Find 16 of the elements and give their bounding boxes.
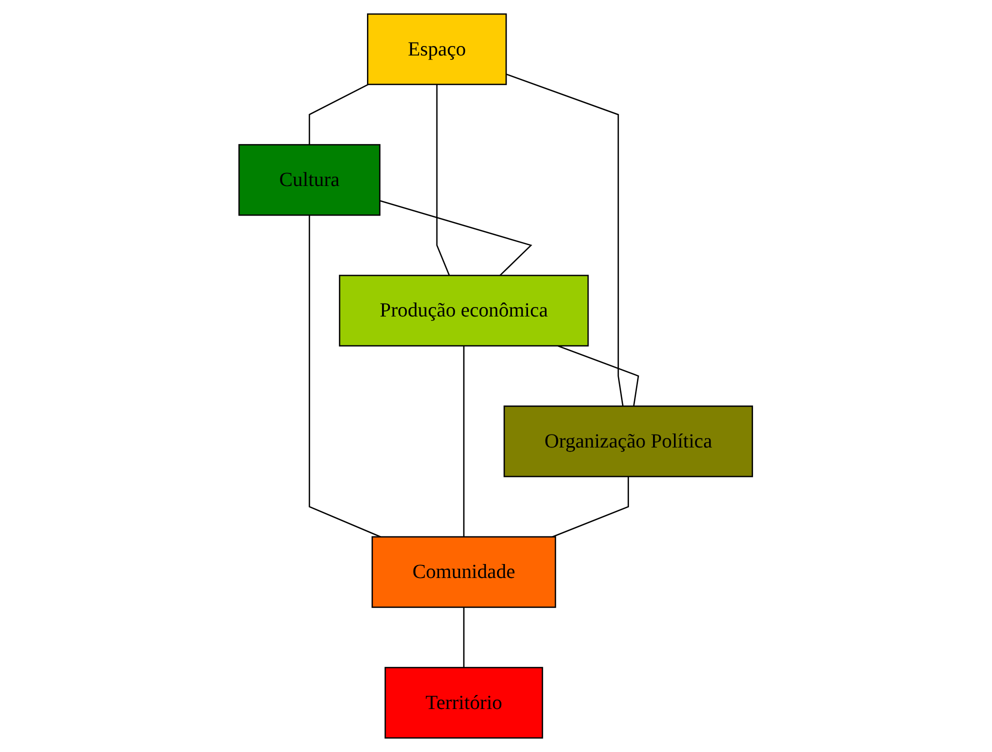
node-box [339, 274, 590, 346]
connector [380, 200, 533, 276]
node-box [367, 13, 508, 86]
connector [436, 84, 450, 276]
connector [463, 607, 465, 668]
connector [463, 346, 465, 537]
connector [309, 215, 382, 538]
connector [552, 476, 630, 538]
node-box [504, 406, 754, 478]
node-box [372, 536, 556, 608]
diagram: Espaço Cultura Produção econômica Organização Política Comunidade Território [231, 6, 761, 746]
connector [506, 74, 624, 406]
node-box [384, 666, 544, 739]
connector [558, 345, 640, 406]
connector [309, 84, 369, 145]
node-box [238, 144, 381, 216]
